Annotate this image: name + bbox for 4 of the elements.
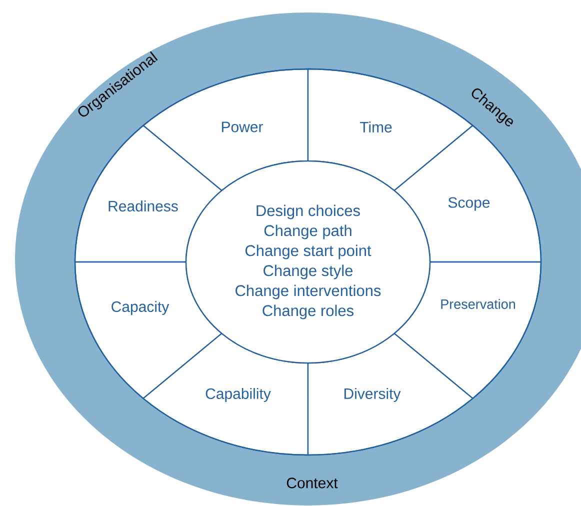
ring-label: Context <box>286 478 338 488</box>
segment: Readiness <box>74 124 222 263</box>
segment: Diversity <box>307 332 474 456</box>
segment: Capability <box>142 332 309 456</box>
